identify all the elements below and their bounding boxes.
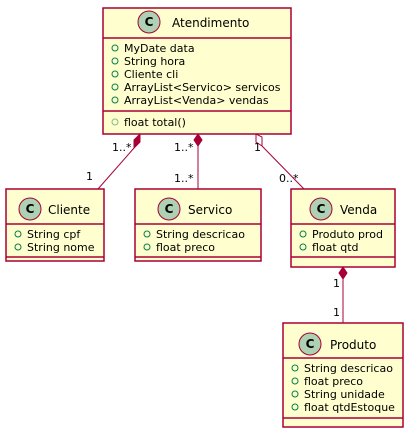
attribute: float qtdEstoque — [304, 401, 395, 414]
multiplicity-atendimento-cliente-source: 1..* — [112, 141, 132, 154]
attribute: String descricao — [156, 228, 245, 241]
multiplicity-venda-produto-source: 1 — [333, 277, 340, 290]
composition-diamond — [193, 133, 203, 147]
public-attribute-icon — [291, 390, 299, 398]
relation-atendimento-servico: 1..* 1..* — [174, 133, 203, 189]
class-badge-letter: C — [165, 202, 174, 216]
multiplicity-atendimento-servico-target: 1..* — [174, 172, 194, 185]
attribute: String unidade — [304, 388, 385, 401]
attribute: ArrayList<Venda> vendas — [124, 94, 269, 107]
aggregation-diamond — [255, 133, 263, 147]
class-servico: C Servico String descricao float preco — [134, 188, 262, 262]
attribute: Produto prod — [312, 228, 383, 241]
class-badge-letter: C — [26, 202, 35, 216]
class-name: Cliente — [48, 203, 90, 217]
composition-diamond — [338, 266, 348, 280]
attribute: ArrayList<Servico> servicos — [124, 81, 281, 94]
attribute: String cpf — [27, 228, 81, 241]
attribute: String nome — [27, 241, 95, 254]
class-name: Servico — [188, 203, 232, 217]
multiplicity-atendimento-venda-source: 1 — [254, 141, 261, 154]
attribute: MyDate data — [124, 42, 195, 55]
class-badge-icon — [309, 197, 333, 221]
public-attribute-icon — [14, 230, 22, 238]
public-method-icon — [111, 118, 119, 126]
class-badge-letter: C — [317, 202, 326, 216]
public-attribute-icon — [143, 230, 151, 238]
class-badge-icon — [18, 197, 42, 221]
public-attribute-icon — [111, 96, 119, 104]
attribute: Cliente cli — [124, 68, 178, 81]
class-name: Atendimento — [172, 16, 249, 30]
class-badge-icon — [157, 197, 181, 221]
multiplicity-venda-produto-target: 1 — [333, 306, 340, 319]
public-attribute-icon — [111, 57, 119, 65]
public-attribute-icon — [111, 70, 119, 78]
composition-diamond — [133, 132, 141, 150]
public-attribute-icon — [143, 243, 151, 251]
multiplicity-atendimento-venda-target: 0..* — [279, 172, 299, 185]
method: float total() — [124, 116, 186, 129]
public-attribute-icon — [299, 243, 307, 251]
relation-atendimento-venda: 1 0..* — [254, 133, 305, 190]
public-attribute-icon — [299, 230, 307, 238]
public-attribute-icon — [111, 83, 119, 91]
class-produto: C Produto String descricao float preco S… — [282, 322, 404, 428]
attribute: String hora — [124, 55, 185, 68]
public-attribute-icon — [111, 44, 119, 52]
attribute: float preco — [156, 241, 215, 254]
relation-venda-produto: 1 1 — [333, 266, 348, 323]
public-attribute-icon — [14, 243, 22, 251]
class-venda: C Venda Produto prod float qtd — [290, 188, 396, 268]
class-badge-icon — [137, 10, 161, 34]
class-badge-icon — [298, 332, 322, 356]
relation-atendimento-cliente: 1..* 1 — [86, 132, 141, 190]
multiplicity-atendimento-servico-source: 1..* — [174, 141, 194, 154]
attribute: float preco — [304, 375, 363, 388]
multiplicity-atendimento-cliente-target: 1 — [86, 170, 93, 183]
public-attribute-icon — [291, 364, 299, 372]
attribute: String descricao — [304, 362, 393, 375]
class-badge-letter: C — [306, 337, 315, 351]
attribute: float qtd — [312, 241, 359, 254]
class-name: Venda — [340, 203, 377, 217]
public-attribute-icon — [291, 403, 299, 411]
class-badge-letter: C — [145, 15, 154, 29]
class-cliente: C Cliente String cpf String nome — [5, 188, 105, 262]
public-attribute-icon — [291, 377, 299, 385]
class-name: Produto — [330, 338, 376, 352]
class-atendimento: C Atendimento MyDate data String hora Cl… — [102, 7, 292, 135]
